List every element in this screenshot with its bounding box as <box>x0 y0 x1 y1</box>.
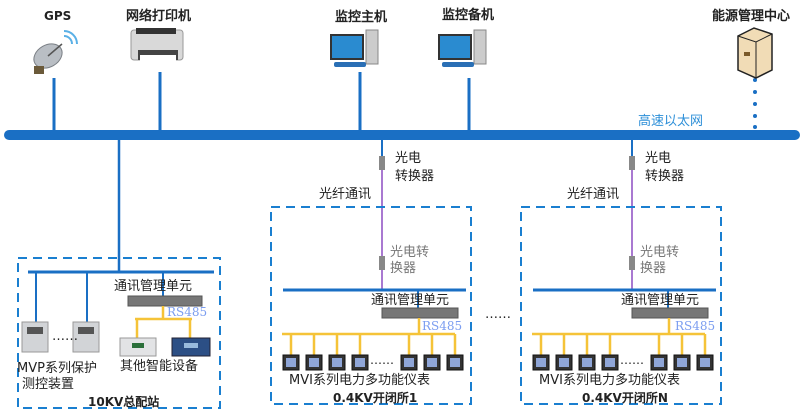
station1-box <box>17 257 221 409</box>
other-device-icon <box>119 337 211 357</box>
meter-screen <box>355 358 365 367</box>
meter-ellipsis: …… <box>620 353 644 367</box>
backup-host-label: 监控备机 <box>442 8 495 23</box>
converter-bottom-line1: 光电转 <box>390 245 430 260</box>
comm-unit2-icon <box>381 307 459 319</box>
printer-label: 网络打印机 <box>126 9 192 24</box>
between-stations-ellipsis: …… <box>485 307 511 322</box>
meter-screen <box>286 358 296 367</box>
rs485-label: RS485 <box>422 319 463 333</box>
converter-top-line1: 光电 <box>395 151 422 166</box>
stationN-name: 0.4KV开闭所N <box>582 391 668 405</box>
comm-unit1-icon <box>127 295 203 307</box>
meter-screen <box>332 358 342 367</box>
mvp-ellipsis: …… <box>52 329 78 344</box>
meters-label: MVI系列电力多功能仪表 <box>539 373 680 388</box>
converter-top-icon <box>629 156 635 170</box>
meter-screen <box>404 358 414 367</box>
converter-bottom-line2: 换器 <box>390 261 417 276</box>
rs485-label: RS485 <box>675 319 716 333</box>
meter-screen <box>582 358 592 367</box>
converter-top-icon <box>379 156 385 170</box>
meter-screen <box>450 358 460 367</box>
energy-center-server-icon <box>737 27 773 79</box>
mvp-label-line2: 测控装置 <box>22 377 75 392</box>
comm-unitN-icon <box>631 307 709 319</box>
printer-icon <box>130 28 184 61</box>
station2-name: 0.4KV开闭所1 <box>333 391 418 405</box>
converter-top-line1: 光电 <box>645 151 672 166</box>
energy-center-dotted-link <box>753 78 757 129</box>
meter-screen <box>700 358 710 367</box>
meter-group-1 <box>282 334 464 371</box>
converter-bottom-line1: 光电转 <box>640 245 680 260</box>
converter-bottom-icon <box>629 256 635 270</box>
meter-group-n <box>532 334 714 371</box>
converter-top-line2: 转换器 <box>645 169 685 184</box>
gps-label: GPS <box>44 9 72 23</box>
meter-screen <box>677 358 687 367</box>
meters-label: MVI系列电力多功能仪表 <box>289 373 430 388</box>
converter-bottom-icon <box>379 256 385 270</box>
fiber-label: 光纤通讯 <box>319 187 372 202</box>
main-host-computer-icon <box>330 29 379 67</box>
main-host-label: 监控主机 <box>335 10 388 25</box>
meter-screen <box>559 358 569 367</box>
stationN-box <box>520 206 722 405</box>
meter-ellipsis: …… <box>370 353 394 367</box>
fiber-label: 光纤通讯 <box>567 187 620 202</box>
converter-top-line2: 转换器 <box>395 169 435 184</box>
comm-unit-label: 通讯管理单元 <box>114 279 193 294</box>
meter-screen <box>427 358 437 367</box>
meter-screen <box>536 358 546 367</box>
meter-screen <box>654 358 664 367</box>
ethernet-bus <box>4 130 800 140</box>
meter-screen <box>605 358 615 367</box>
converter-bottom-line2: 换器 <box>640 261 667 276</box>
ethernet-label: 高速以太网 <box>638 114 704 129</box>
comm-unit-label: 通讯管理单元 <box>371 293 450 308</box>
gps-dish-icon <box>33 30 78 74</box>
backup-host-computer-icon <box>438 29 487 67</box>
meter-screen <box>309 358 319 367</box>
energy-center-label: 能源管理中心 <box>712 9 791 24</box>
comm-unit-label: 通讯管理单元 <box>621 293 700 308</box>
station1-name: 10KV总配站 <box>88 395 160 409</box>
mvp-label-line1: MVP系列保护 <box>17 361 97 376</box>
station2-box <box>270 206 472 405</box>
other-devices-label: 其他智能设备 <box>120 359 199 374</box>
mvp-device-icon <box>21 321 100 353</box>
rs485-label: RS485 <box>167 305 208 319</box>
